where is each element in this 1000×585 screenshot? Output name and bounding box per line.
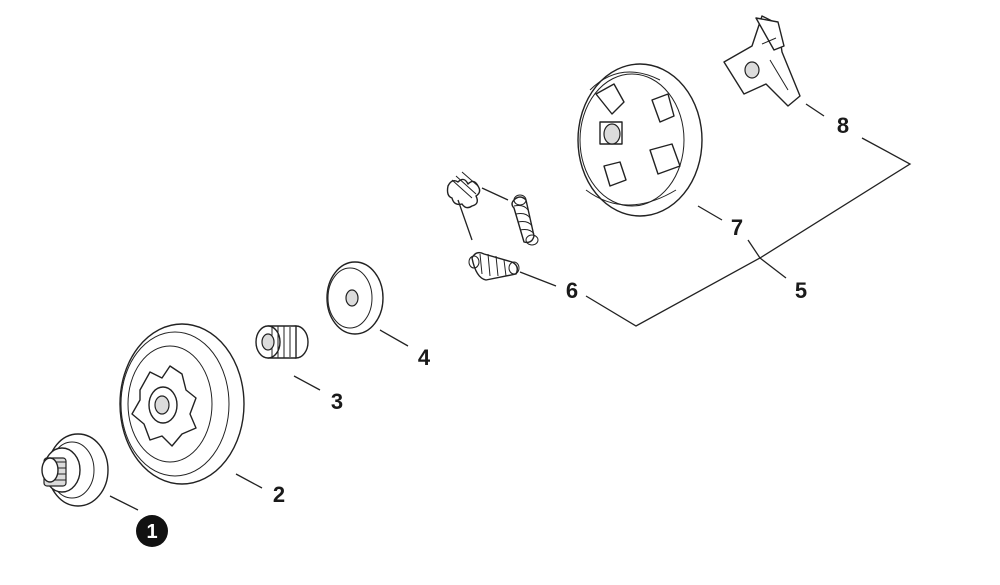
callout-label: 8 [837, 113, 849, 138]
part-4-washer[interactable] [326, 261, 384, 335]
callout-label: 7 [731, 215, 743, 240]
callout-label: 2 [273, 482, 285, 507]
callout-label: 6 [566, 278, 578, 303]
part-1-collar-nut[interactable] [41, 433, 109, 507]
leader-4 [379, 329, 409, 347]
leader-3 [293, 375, 321, 391]
part-8-carrier[interactable] [723, 15, 801, 107]
spring-bottom [468, 251, 520, 281]
part-3-needle-bearing[interactable] [255, 325, 309, 359]
leader-5-to-7 [747, 239, 761, 259]
spring-middle [511, 194, 539, 246]
leader-2 [235, 473, 263, 489]
callout-7[interactable]: 7 [731, 215, 743, 240]
callout-2[interactable]: 2 [273, 482, 285, 507]
callout-3[interactable]: 3 [331, 389, 343, 414]
callout-label: 1 [146, 521, 157, 543]
callout-4[interactable]: 4 [418, 345, 431, 370]
spring-top [446, 171, 481, 209]
leader-8 [805, 103, 825, 117]
leader-5-label [759, 257, 787, 279]
leader-6 [519, 271, 557, 287]
callout-6[interactable]: 6 [566, 278, 578, 303]
callout-label: 5 [795, 278, 807, 303]
part-6-tension-springs[interactable] [446, 171, 539, 281]
leader-1 [109, 495, 139, 511]
callout-8[interactable]: 8 [837, 113, 849, 138]
callout-label: 4 [418, 345, 431, 370]
part-7-clutch-shoes[interactable] [577, 63, 703, 217]
callout-5[interactable]: 5 [795, 278, 807, 303]
callout-label: 3 [331, 389, 343, 414]
part-2-sprocket-drum[interactable] [119, 323, 245, 485]
leader-7 [697, 205, 723, 221]
callout-1[interactable]: 1 [136, 515, 168, 547]
